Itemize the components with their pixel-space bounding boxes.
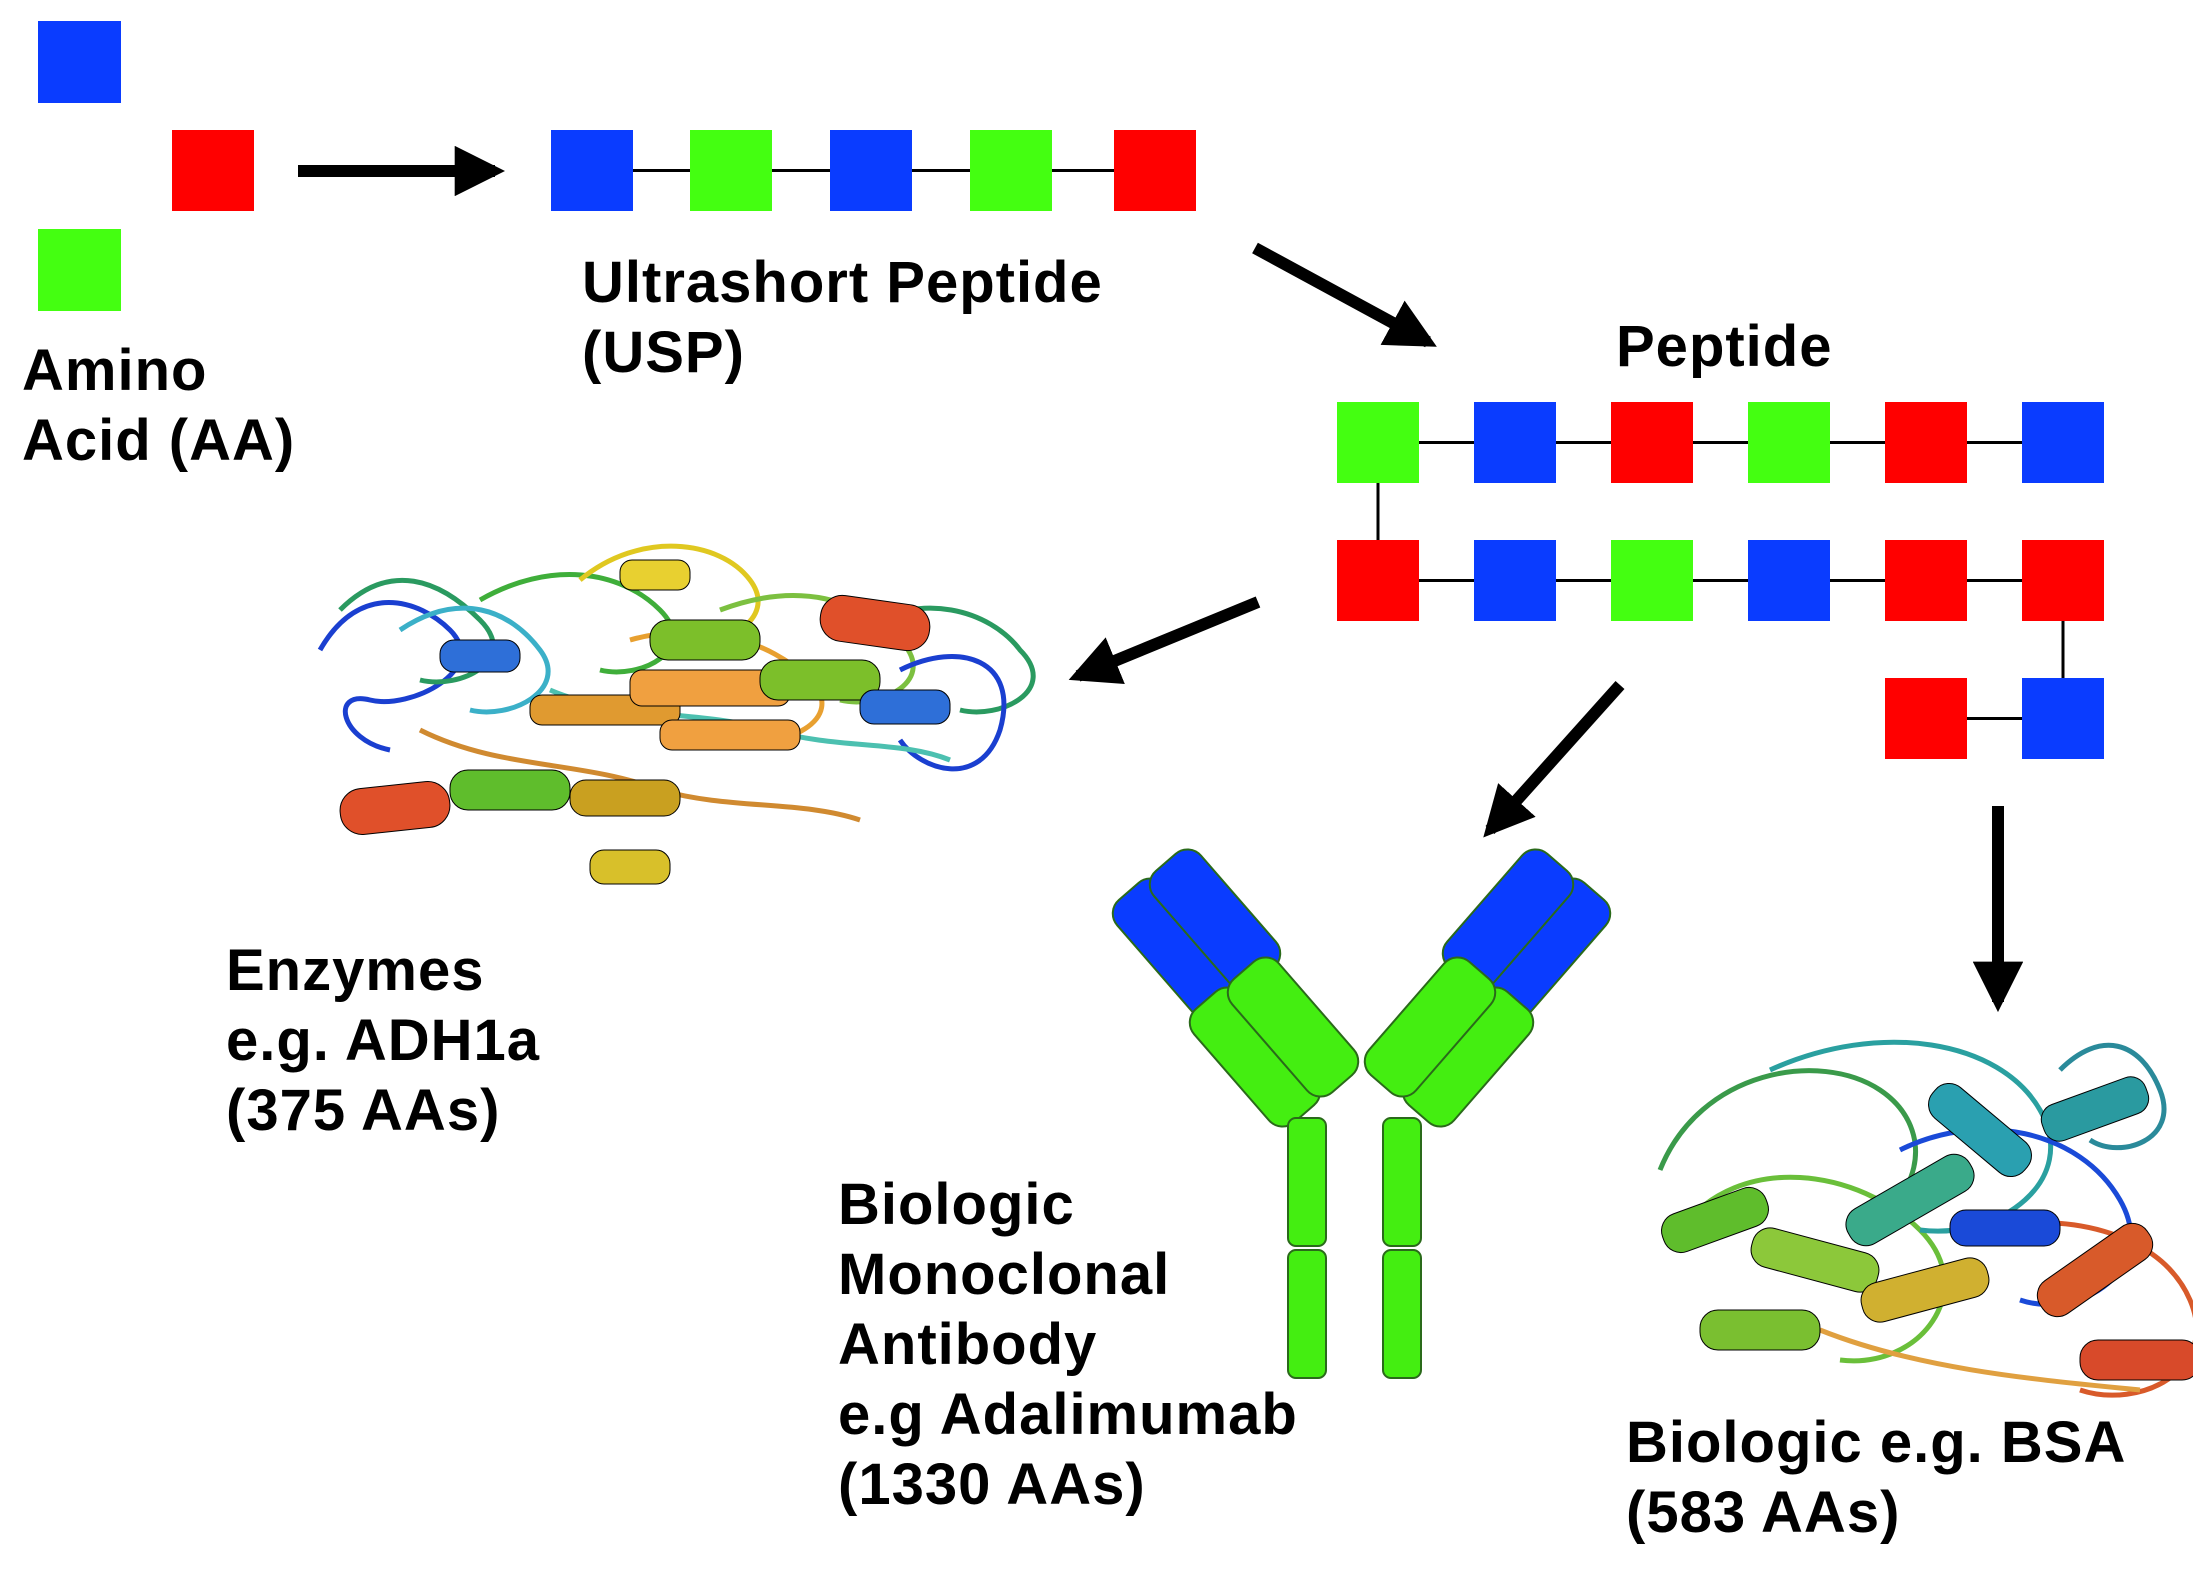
peptide-residue-blue: [2022, 402, 2104, 483]
peptide-residue-red: [2022, 540, 2104, 621]
label-bsa-line1: Biologic e.g. BSA: [1626, 1410, 2127, 1475]
label-antibody-line2: Monoclonal: [838, 1242, 1171, 1307]
peptide-residue-red: [1337, 540, 1419, 621]
label-enzymes-line1: Enzymes: [226, 938, 485, 1003]
amino-acid-square-green: [38, 229, 121, 311]
label-bsa-line2: (583 AAs): [1626, 1480, 1901, 1545]
arrow-peptide-to-enzymes: [1068, 596, 1261, 684]
peptide-residue-blue: [2022, 678, 2104, 759]
label-enzymes: Enzymes e.g. ADH1a (375 AAs): [226, 936, 540, 1146]
label-antibody-line3: Antibody: [838, 1312, 1098, 1377]
label-usp-line1: Ultrashort Peptide: [582, 250, 1103, 315]
peptide-residue-green: [1611, 540, 1693, 621]
label-bsa: Biologic e.g. BSA (583 AAs): [1626, 1408, 2126, 1548]
arrow-usp-to-peptide: [1252, 242, 1437, 348]
label-antibody: Biologic Monoclonal Antibody e.g Adalimu…: [838, 1170, 1298, 1520]
arrow-peptide-to-antibody: [1483, 680, 1625, 838]
label-antibody-line5: (1330 AAs): [838, 1452, 1146, 1517]
label-antibody-line4: e.g Adalimumab: [838, 1382, 1298, 1447]
peptide-residue-red: [1885, 540, 1967, 621]
amino-acid-square-red: [172, 130, 254, 211]
usp-chain: [551, 130, 1196, 211]
peptide-residue-green: [1748, 402, 1830, 483]
peptide-residue-red: [1611, 402, 1693, 483]
label-usp-line2: (USP): [582, 320, 745, 385]
label-antibody-line1: Biologic: [838, 1172, 1075, 1237]
peptide-residue-blue: [1474, 402, 1556, 483]
label-usp: Ultrashort Peptide (USP): [582, 248, 1103, 388]
usp-residue-green: [970, 130, 1052, 211]
peptide-residue-blue: [1748, 540, 1830, 621]
label-amino-acid-line2: Acid (AA): [22, 408, 296, 473]
peptide-chain: [1337, 402, 2104, 759]
flow-arrows: [298, 145, 2024, 1013]
peptide-residue-blue: [1474, 540, 1556, 621]
label-enzymes-line3: (375 AAs): [226, 1078, 501, 1143]
usp-residue-blue: [830, 130, 912, 211]
label-peptide: Peptide: [1616, 312, 1833, 382]
usp-residue-blue: [551, 130, 633, 211]
usp-residue-red: [1114, 130, 1196, 211]
peptide-residue-green: [1337, 402, 1419, 483]
label-enzymes-line2: e.g. ADH1a: [226, 1008, 541, 1073]
bsa-structure: [1657, 1039, 2193, 1398]
peptide-residue-red: [1885, 402, 1967, 483]
antibody: [1111, 848, 1612, 1379]
usp-residue-green: [690, 130, 772, 211]
peptide-residue-red: [1885, 678, 1967, 759]
amino-acid-square-blue: [38, 21, 121, 103]
amino-acid-squares: [38, 21, 254, 311]
enzyme-structure: [317, 543, 1036, 885]
label-peptide-text: Peptide: [1616, 314, 1833, 379]
label-amino-acid: Amino Acid (AA): [22, 336, 295, 476]
label-amino-acid-line1: Amino: [22, 338, 208, 403]
